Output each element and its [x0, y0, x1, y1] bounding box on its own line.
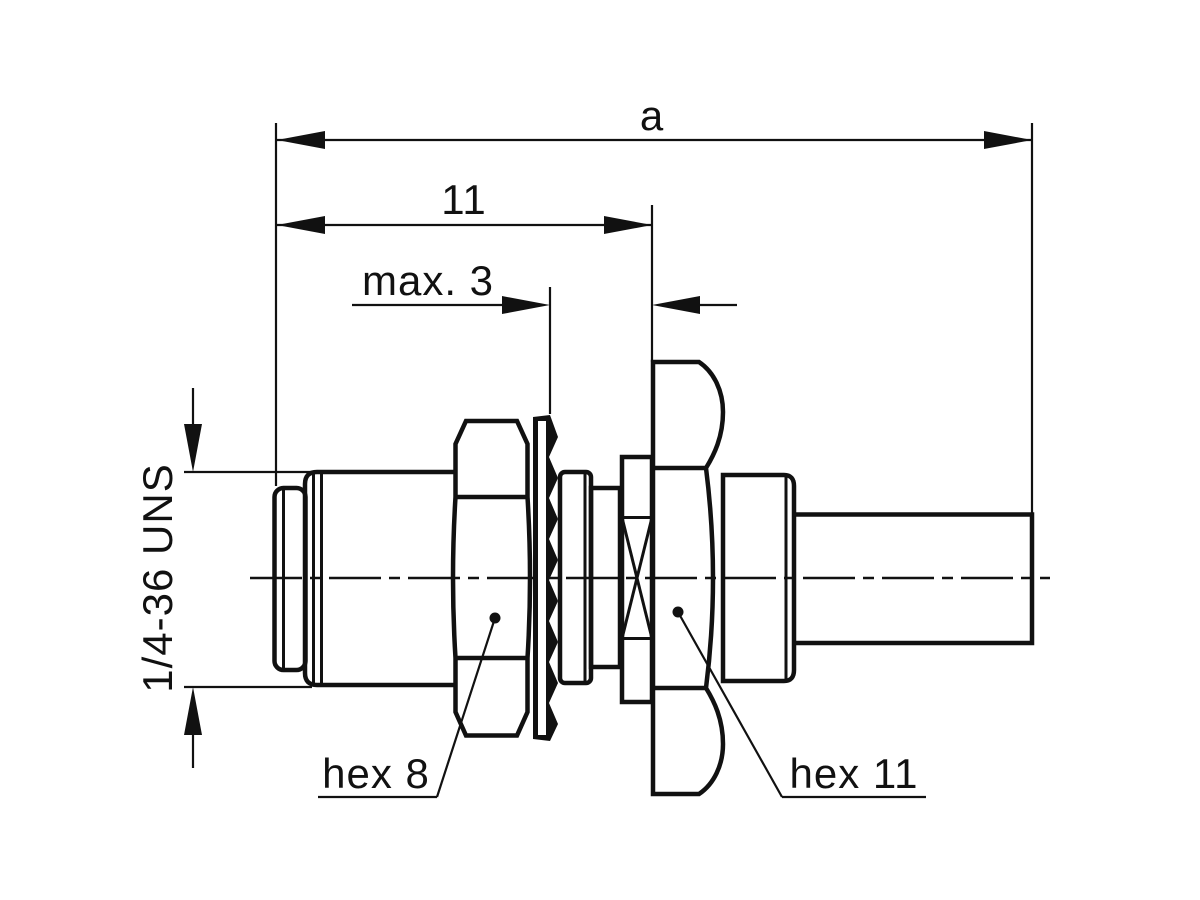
dim-a-label: a [640, 92, 664, 139]
annotation-text: a 11 max. 3 1/4-36 UNS hex 8 hex 11 [134, 92, 919, 797]
arrowhead-11-left [277, 216, 325, 234]
arrowhead-max3-right [652, 296, 700, 314]
dimension-lines [184, 123, 1034, 768]
rear-flange [720, 472, 797, 684]
callout-leaders [318, 606, 926, 799]
hex11-label: hex 11 [790, 750, 919, 797]
connector-body [272, 359, 1035, 797]
arrowhead-max3-left [502, 296, 550, 314]
hex11-leader-dot [672, 606, 684, 618]
arrowhead-thread-top [184, 424, 202, 472]
hex8-leader-line [435, 617, 497, 798]
arrowhead-a-right [984, 131, 1032, 149]
thread-cylinder [302, 469, 455, 688]
thread-spec-label: 1/4-36 UNS [134, 463, 181, 692]
arrowhead-thread-bottom [184, 687, 202, 735]
dim-max3-label: max. 3 [362, 257, 494, 304]
hex8-leader-dot [489, 612, 501, 624]
hex11-nut [650, 359, 726, 797]
arrowhead-a-left [277, 131, 325, 149]
hex11-leader-line [677, 611, 783, 798]
hex8-label: hex 8 [322, 750, 430, 797]
rear-cylinder [794, 512, 1035, 646]
arrowhead-11-right [604, 216, 652, 234]
hex8-nut [450, 418, 533, 738]
bulkhead-cross-diagonal-2 [620, 517, 654, 639]
lock-washer-slit [538, 421, 546, 735]
dim-11-label: 11 [441, 176, 487, 223]
